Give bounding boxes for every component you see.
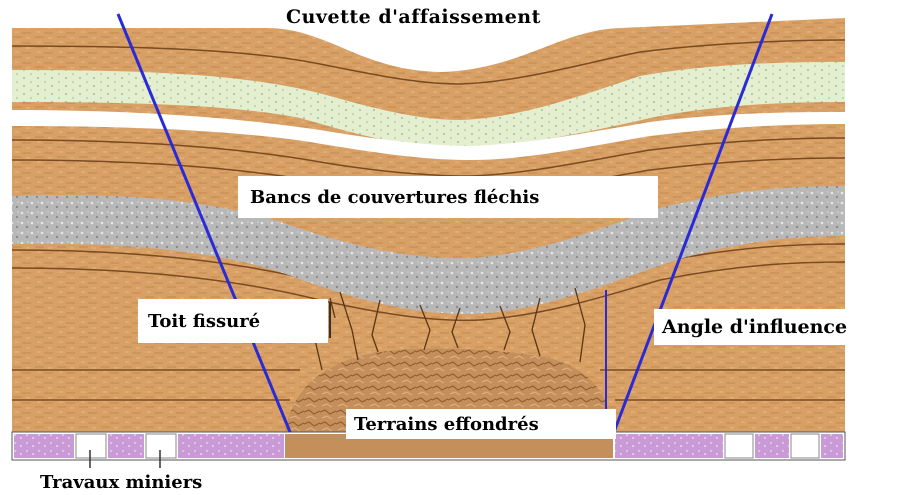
mine-gallery: [76, 434, 106, 458]
mine-pillar: [755, 434, 789, 458]
diagram-title: Cuvette d'affaissement: [286, 6, 541, 28]
mine-gallery: [725, 434, 753, 458]
collapsed-ground-label: Terrains effondrés: [346, 409, 616, 439]
mine-workings-label: Travaux miniers: [40, 472, 202, 493]
mine-pillar: [821, 434, 843, 458]
mine-pillar: [108, 434, 144, 458]
influence-angle-label: Angle d'influence: [654, 309, 899, 345]
mine-pillar: [178, 434, 284, 458]
mine-pillar: [14, 434, 74, 458]
bent-beds-label: Bancs de couvertures fléchis: [238, 176, 658, 218]
mine-pillar: [615, 434, 723, 458]
mine-gallery: [146, 434, 176, 458]
mine-gallery: [791, 434, 819, 458]
cracked-roof-label: Toit fissuré: [138, 299, 328, 343]
